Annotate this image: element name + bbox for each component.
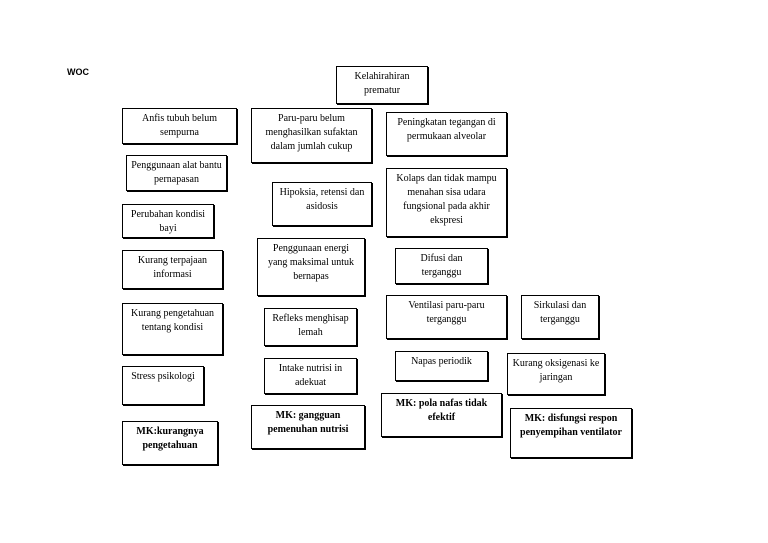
- node-kelahiran-prematur: Kelahirahiran prematur: [336, 66, 428, 104]
- node-tegangan: Peningkatan tegangan di permukaan alveol…: [386, 112, 507, 156]
- node-sirkulasi: Sirkulasi dan terganggu: [521, 295, 599, 339]
- node-anfis-tubuh: Anfis tubuh belum sempurna: [122, 108, 237, 144]
- node-mk-pengetahuan: MK:kurangnya pengetahuan: [122, 421, 218, 465]
- node-mk-pola-nafas: MK: pola nafas tidak efektif: [381, 393, 502, 437]
- node-difusi: Difusi dan terganggu: [395, 248, 488, 284]
- node-intake: Intake nutrisi in adekuat: [264, 358, 357, 394]
- node-kurang-terpajaan: Kurang terpajaan informasi: [122, 250, 223, 289]
- node-ventilasi: Ventilasi paru-paru terganggu: [386, 295, 507, 339]
- node-kolaps: Kolaps dan tidak mampu menahan sisa udar…: [386, 168, 507, 237]
- node-stress: Stress psikologi: [122, 366, 204, 405]
- node-mk-nutrisi: MK: gangguan pemenuhan nutrisi: [251, 405, 365, 449]
- diagram-title: WOC: [67, 67, 89, 77]
- node-energi: Penggunaan energi yang maksimal untuk be…: [257, 238, 365, 296]
- node-hipoksia: Hipoksia, retensi dan asidosis: [272, 182, 372, 226]
- node-alat-bantu: Penggunaan alat bantu pernapasan: [126, 155, 227, 191]
- node-paru-paru: Paru-paru belum menghasilkan sufaktan da…: [251, 108, 372, 163]
- node-mk-disfungsi: MK: disfungsi respon penyempihan ventila…: [510, 408, 632, 458]
- node-refleks: Refleks menghisap lemah: [264, 308, 357, 346]
- node-oksigenasi: Kurang oksigenasi ke jaringan: [507, 353, 605, 395]
- node-kurang-pengetahuan: Kurang pengetahuan tentang kondisi: [122, 303, 223, 355]
- node-perubahan-kondisi: Perubahan kondisi bayi: [122, 204, 214, 238]
- node-napas-periodik: Napas periodik: [395, 351, 488, 381]
